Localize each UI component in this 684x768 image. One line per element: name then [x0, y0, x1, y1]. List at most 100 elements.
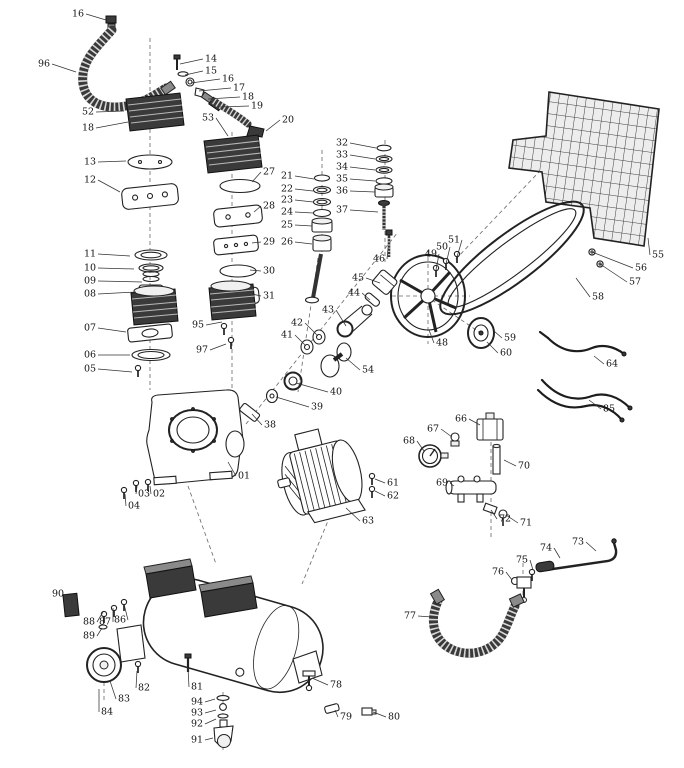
pressure-gauge — [418, 444, 449, 468]
leader-line-70-62 — [374, 490, 386, 497]
leader-line-65-70 — [503, 459, 517, 467]
leader-line-81-90 — [65, 593, 69, 601]
part-label-74-03: 03 — [138, 489, 150, 500]
part-label-5-17: 17 — [233, 83, 245, 94]
leader-line-62-66 — [468, 418, 481, 426]
part-label-7-19: 19 — [251, 101, 263, 112]
part-label-44-42: 42 — [291, 318, 303, 329]
leader-line-2-14 — [179, 58, 204, 65]
leader-line-92-92 — [204, 718, 217, 725]
part-label-15-28: 28 — [263, 201, 275, 212]
leader-line-46-54 — [345, 357, 361, 371]
leader-line-38-95 — [205, 321, 223, 326]
part-label-73-02: 02 — [153, 489, 165, 500]
fitting-67 — [450, 432, 460, 447]
part-label-46-54: 54 — [362, 365, 374, 376]
gasket-11 — [134, 249, 168, 261]
leader-line-5-17 — [198, 87, 232, 92]
part-label-13-20: 20 — [282, 115, 294, 126]
part-label-43-43: 43 — [322, 305, 334, 316]
leader-line-96-80 — [372, 711, 387, 718]
pressure-switch — [476, 412, 504, 441]
leader-line-24-26 — [294, 241, 313, 245]
valve-parts-column-a — [304, 174, 333, 304]
part-label-31-11: 11 — [84, 249, 96, 260]
leader-line-49-38 — [251, 413, 263, 426]
part-label-12-53: 53 — [202, 113, 214, 124]
part-label-21-23: 23 — [281, 195, 293, 206]
leader-line-25-32 — [349, 142, 377, 149]
part-label-58-56: 56 — [635, 263, 647, 274]
leader-line-67-72 — [490, 509, 498, 520]
caster-fasteners — [216, 695, 230, 719]
part-label-41-45: 45 — [352, 273, 364, 284]
leader-line-43-43 — [335, 309, 347, 327]
part-label-14-27: 27 — [263, 167, 275, 178]
power-wire — [538, 330, 627, 357]
part-label-63-67: 67 — [427, 424, 439, 435]
part-label-47-40: 40 — [330, 387, 342, 398]
part-label-23-25: 25 — [281, 220, 293, 231]
part-label-85-89: 89 — [83, 631, 95, 642]
part-label-16-29: 29 — [263, 237, 275, 248]
part-label-29-36: 36 — [336, 186, 348, 197]
part-label-18-31: 31 — [263, 291, 275, 302]
leader-line-37-05 — [97, 368, 133, 373]
part-label-62-66: 66 — [455, 414, 467, 425]
leader-line-26-33 — [349, 154, 376, 160]
handle — [535, 538, 618, 573]
leader-line-3-15 — [184, 70, 204, 76]
ring-10 — [138, 263, 164, 273]
leader-line-88-82 — [135, 670, 138, 689]
valve-plate-29 — [213, 234, 259, 256]
part-label-45-41: 41 — [281, 330, 293, 341]
leader-line-75-04 — [124, 493, 127, 507]
leader-line-80-77 — [417, 615, 433, 618]
motor-bolts — [368, 472, 376, 499]
leader-line-0-16 — [85, 13, 107, 21]
part-label-28-35: 35 — [336, 174, 348, 185]
cylinder-right — [208, 280, 257, 350]
part-label-80-77: 77 — [404, 611, 416, 622]
leader-line-94-78 — [311, 677, 329, 686]
leader-line-1-96 — [51, 63, 77, 73]
flywheel — [390, 254, 466, 338]
leader-line-22-24 — [294, 211, 314, 214]
leader-line-6-18 — [207, 96, 241, 100]
leader-line-58-56 — [591, 251, 634, 269]
tank-saddles — [143, 558, 258, 618]
leader-line-17-30 — [249, 269, 262, 272]
part-label-68-71: 71 — [520, 518, 532, 529]
part-label-27-34: 34 — [336, 162, 348, 173]
leader-line-29-36 — [349, 190, 376, 193]
leader-line-28-35 — [349, 178, 376, 182]
part-label-71-63: 63 — [362, 516, 374, 527]
leader-line-66-69 — [449, 482, 455, 487]
plate-90 — [62, 592, 80, 618]
part-label-6-18: 18 — [242, 92, 254, 103]
motor-wires — [536, 378, 633, 423]
part-label-52-51: 51 — [448, 235, 460, 246]
motor-pulley — [467, 317, 495, 349]
piston-rings-09 — [142, 270, 160, 283]
leader-line-86-83 — [109, 680, 117, 700]
leader-line-9-18 — [95, 121, 129, 129]
leader-line-74-03 — [135, 485, 138, 495]
part-label-56-60: 60 — [500, 348, 512, 359]
wheel-bracket — [116, 624, 146, 663]
part-label-36-06: 06 — [84, 350, 96, 361]
part-label-81-90: 90 — [52, 589, 64, 600]
leader-line-84-86 — [123, 603, 129, 621]
leader-line-68-71 — [505, 514, 519, 524]
part-label-40-46: 46 — [373, 254, 385, 265]
leader-line-55-59 — [493, 330, 503, 339]
part-label-25-32: 32 — [336, 138, 348, 149]
part-label-37-05: 05 — [84, 364, 96, 375]
leader-line-21-23 — [294, 199, 314, 203]
leader-line-54-58 — [575, 277, 591, 298]
gasket-30 — [219, 264, 257, 278]
leader-line-64-68 — [416, 440, 425, 452]
valve-plate-28 — [213, 204, 263, 228]
part-label-75-04: 04 — [128, 501, 140, 512]
part-label-30-37: 37 — [336, 205, 348, 216]
